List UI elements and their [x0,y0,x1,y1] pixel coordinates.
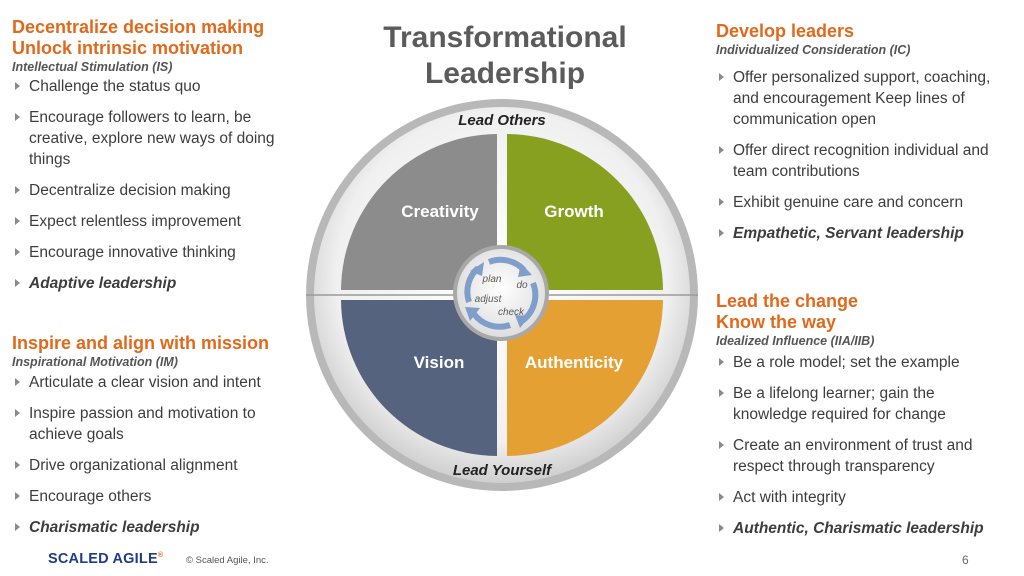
right-top-section: Develop leaders Individualized Considera… [716,21,1016,244]
right-bottom-heading-line2: Know the way [716,312,837,332]
list-item: Drive organizational alignment [12,455,302,476]
list-item: Inspire passion and motivation to achiev… [12,403,302,445]
list-item: Empathetic, Servant leadership [716,223,1006,244]
right-bottom-subtitle: Idealized Influence (IIA/IIB) [716,334,875,348]
list-item: Be a role model; set the example [716,352,1006,373]
list-item: Encourage innovative thinking [12,242,312,263]
right-bottom-section: Lead the change Know the way Idealized I… [716,291,1016,539]
right-top-bullet-list: Offer personalized support, coaching, an… [716,67,1006,244]
list-item: Act with integrity [716,487,1006,508]
quadrant-creativity [341,134,497,290]
list-item: Exhibit genuine care and concern [716,192,1006,213]
list-item: Encourage followers to learn, be creativ… [12,107,312,170]
list-item: Charismatic leadership [12,517,302,538]
list-item: Offer direct recognition individual and … [716,140,1006,182]
cycle-plan-label: plan [482,274,502,285]
right-bottom-bullet-list: Be a role model; set the example Be a li… [716,352,1006,539]
quadrant-vision [341,300,497,456]
left-bottom-heading: Inspire and align with mission [12,333,270,353]
list-item: Authentic, Charismatic leadership [716,518,1006,539]
slide-title: Transformational Leadership [383,21,627,90]
copyright-text: © Scaled Agile, Inc. [186,555,269,566]
lead-others-label: Lead Others [458,112,546,129]
lead-yourself-label: Lead Yourself [453,462,553,479]
left-bottom-section: Inspire and align with mission Inspirati… [12,333,322,538]
creativity-label: Creativity [401,202,479,221]
right-bottom-heading-line1: Lead the change [716,291,859,311]
list-item: Create an environment of trust and respe… [716,435,1006,477]
leadership-circle-diagram: Lead Others Lead Yourself Creativity Gro… [306,99,698,491]
scaled-agile-logo: SCALED AGILE® [48,551,163,567]
left-top-heading-line1: Decentralize decision making [12,17,265,37]
cycle-arrowheads-icon [465,262,532,328]
logo-text: SCALED AGILE [48,551,158,567]
left-top-heading-line2: Unlock intrinsic motivation [12,38,244,58]
right-top-subtitle: Individualized Consideration (IC) [716,43,911,57]
list-item: Articulate a clear vision and intent [12,372,302,393]
growth-label: Growth [544,202,604,221]
left-bottom-subtitle: Inspirational Motivation (IM) [12,355,178,369]
list-item: Challenge the status quo [12,76,312,97]
list-item: Adaptive leadership [12,273,312,294]
cycle-do-label: do [516,280,528,291]
cycle-adjust-label: adjust [475,294,503,305]
quadrant-growth [507,134,663,290]
list-item: Encourage others [12,486,302,507]
cycle-check-label: check [498,307,525,318]
list-item: Decentralize decision making [12,180,312,201]
authenticity-label: Authenticity [525,353,624,372]
list-item: Be a lifelong learner; gain the knowledg… [716,383,1006,425]
left-top-bullet-list: Challenge the status quo Encourage follo… [12,76,312,294]
vision-label: Vision [414,353,465,372]
right-top-heading: Develop leaders [716,21,855,41]
page-number: 6 [962,553,969,567]
quadrant-authenticity [507,300,663,456]
list-item: Offer personalized support, coaching, an… [716,67,1006,130]
left-top-section: Decentralize decision making Unlock intr… [12,17,322,294]
left-top-subtitle: Intellectual Stimulation (IS) [12,60,173,74]
logo-registered-mark: ® [157,552,164,560]
list-item: Expect relentless improvement [12,211,312,232]
left-bottom-bullet-list: Articulate a clear vision and intent Ins… [12,372,302,538]
